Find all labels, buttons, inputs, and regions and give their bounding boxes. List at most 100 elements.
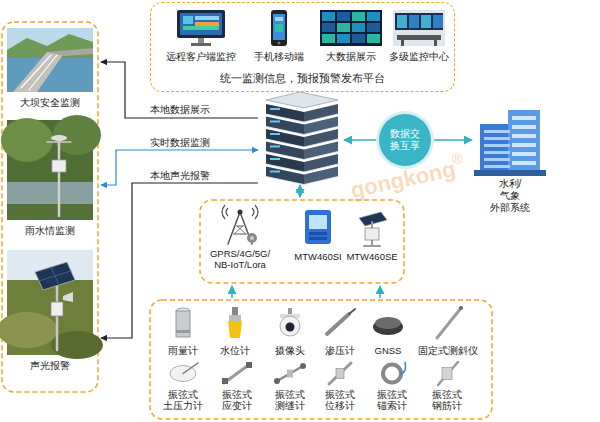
icon-node: 振弦式 应变计 — [218, 360, 256, 413]
node-illustration — [220, 206, 260, 246]
illustration-shape — [277, 366, 303, 381]
illustration-shape — [393, 10, 445, 46]
illustration-shape — [327, 314, 349, 334]
arrow-label: 本地数据展示 — [150, 104, 210, 115]
node-illustration — [273, 306, 307, 340]
illustration-shape — [484, 144, 510, 147]
node-illustration — [220, 360, 254, 387]
node-illustration — [177, 10, 225, 46]
illustration-shape — [183, 363, 198, 374]
illustration-shape — [274, 378, 280, 384]
circle-text: 数据交 换互享 — [390, 128, 420, 153]
illustration-shape — [320, 10, 382, 46]
icon-node: MTW460SE — [344, 208, 400, 264]
node-caption: 大数据展示 — [326, 51, 376, 62]
illustration-shape — [220, 360, 254, 387]
illustration-shape — [273, 306, 307, 340]
group-outline — [200, 200, 404, 283]
illustration-shape — [58, 138, 61, 216]
illustration-shape — [352, 23, 365, 32]
icon-node: MTW460SI — [292, 208, 344, 264]
illustration-shape — [309, 237, 327, 240]
node-caption: 固定式测斜仪 — [418, 345, 478, 356]
illustration-shape — [21, 55, 51, 88]
illustration-shape — [275, 24, 283, 32]
illustration-shape — [322, 34, 335, 43]
node-caption: 声光报警 — [30, 360, 70, 372]
node-illustration — [320, 10, 382, 46]
illustration-shape — [367, 34, 380, 43]
illustration-shape — [474, 106, 546, 176]
illustration-shape — [222, 378, 228, 384]
illustration-shape — [397, 35, 441, 40]
node-illustration — [166, 360, 200, 387]
icon-node: 雨水情监测 — [5, 120, 95, 238]
node-illustration — [355, 208, 389, 246]
illustration-shape — [177, 10, 225, 38]
illustration-shape — [35, 262, 75, 290]
server-icon — [266, 92, 338, 185]
box-title: 统一监测信息，预报预警发布平台 — [151, 72, 454, 86]
node-illustration — [474, 106, 546, 176]
node-caption: 水位计 — [220, 345, 250, 356]
watermark: ® — [452, 152, 462, 167]
node-caption: MTW460SE — [346, 251, 397, 262]
illustration-shape — [1, 118, 53, 162]
illustration-shape — [433, 15, 443, 28]
node-illustration — [273, 360, 307, 387]
illustration-shape — [198, 38, 204, 43]
illustration-shape — [474, 170, 546, 176]
illustration-shape — [367, 23, 380, 32]
illustration-shape — [270, 108, 280, 110]
illustration-shape — [484, 165, 510, 168]
leader-arrow — [344, 139, 378, 141]
node-caption: 振弦式 位移计 — [325, 389, 355, 412]
illustration-shape — [309, 215, 327, 229]
illustration-shape — [337, 23, 350, 32]
node-caption: GPRS/4G/5G/ NB-IoT/Lora — [210, 248, 270, 271]
illustration-shape — [191, 43, 211, 46]
illustration-shape — [484, 130, 510, 133]
illustration-shape — [397, 15, 407, 28]
illustration-shape — [266, 177, 304, 185]
illustration-shape — [512, 143, 536, 147]
illustration-shape — [51, 331, 103, 359]
icon-node: 振弦式 位移计 — [321, 360, 359, 413]
illustration-shape — [247, 233, 257, 243]
illustration-shape — [176, 311, 190, 337]
node-caption: 振弦式 钢筋计 — [432, 389, 462, 412]
leader-arrow — [101, 62, 258, 118]
illustration-shape — [484, 158, 510, 161]
node-illustration — [431, 306, 465, 340]
illustration-shape — [266, 92, 338, 108]
icon-node: 水利/气象 外部系统 — [472, 106, 548, 215]
illustration-shape — [484, 137, 510, 140]
illustration-shape — [323, 360, 357, 387]
illustration-shape — [337, 12, 350, 21]
illustration-shape — [365, 228, 379, 240]
node-caption: 大坝安全监测 — [20, 97, 80, 109]
illustration-shape — [39, 271, 71, 281]
illustration-shape — [13, 52, 65, 92]
leader-arrow — [299, 185, 301, 197]
node-illustration — [371, 306, 405, 340]
arrow-label: 实时数据监测 — [150, 137, 210, 148]
illustration-shape — [270, 158, 280, 160]
illustration-shape — [7, 250, 93, 355]
illustration-shape — [271, 10, 287, 46]
icon-node: GNSS — [369, 306, 407, 358]
illustration-shape — [270, 171, 280, 173]
leader-arrow — [379, 286, 381, 298]
illustration-shape — [304, 177, 338, 185]
illustration-shape — [47, 48, 93, 56]
illustration-shape — [337, 34, 350, 43]
illustration-shape — [270, 133, 280, 135]
illustration-shape — [383, 365, 401, 383]
icon-node: GPRS/4G/5G/ NB-IoT/Lora — [208, 206, 273, 272]
illustration-shape — [322, 12, 335, 21]
illustration-shape — [303, 208, 333, 246]
node-illustration — [303, 208, 333, 246]
illustration-shape — [367, 12, 380, 21]
node-caption: 远程客户端监控 — [166, 51, 236, 62]
illustration-shape — [270, 121, 280, 123]
